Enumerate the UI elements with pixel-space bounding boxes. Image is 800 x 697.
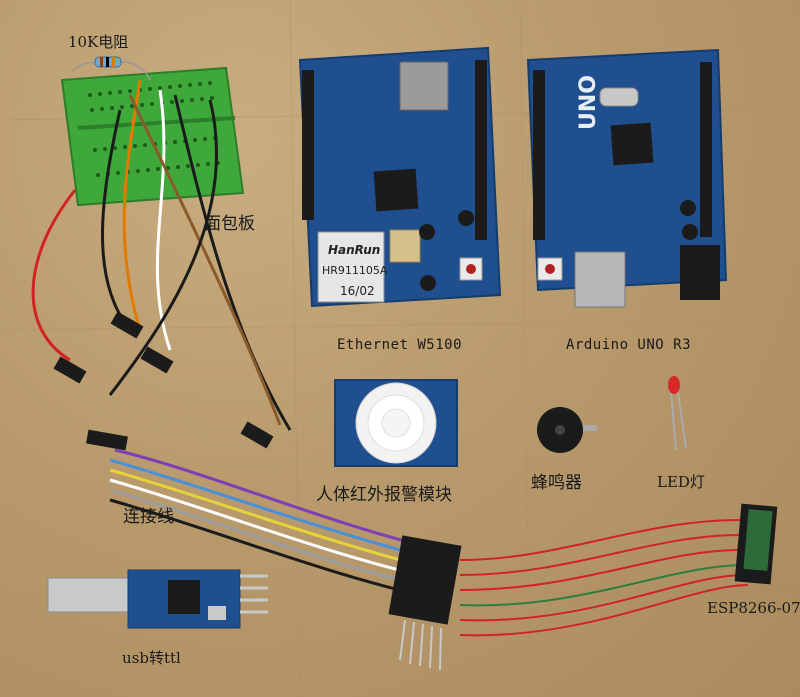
hanrun-brand-text: HanRun [328,243,381,257]
arduino-uno [526,48,728,308]
led [668,376,687,451]
buzzer [537,407,597,453]
usb-ttl-adapter [47,569,268,629]
label-led: LED灯 [657,473,705,491]
wire-connectors [53,311,462,625]
uno-logo-text: UNO [576,75,601,130]
jumper-wires [31,79,421,597]
label-resistor: 10K电阻 [68,33,129,51]
esp8266-module [734,503,778,585]
label-buzzer: 蜂鸣器 [531,473,582,493]
label-pir: 人体红外报警模块 [316,485,452,505]
label-esp8266: ESP8266-07 [707,599,800,617]
hanrun-date-text: 16/02 [340,284,375,298]
resistor [71,56,151,81]
ethernet-shield [298,46,502,308]
label-ethernet: Ethernet W5100 [337,337,463,353]
label-uno: Arduino UNO R3 [566,337,692,353]
label-usb-ttl: usb转ttl [122,649,181,667]
label-breadboard: 面包板 [204,214,255,234]
pir-module [334,379,458,467]
header-pins [399,619,442,671]
hanrun-model-text: HR911105A [322,264,388,277]
esp-wires [459,519,749,637]
label-wires: 连接线 [123,507,174,527]
